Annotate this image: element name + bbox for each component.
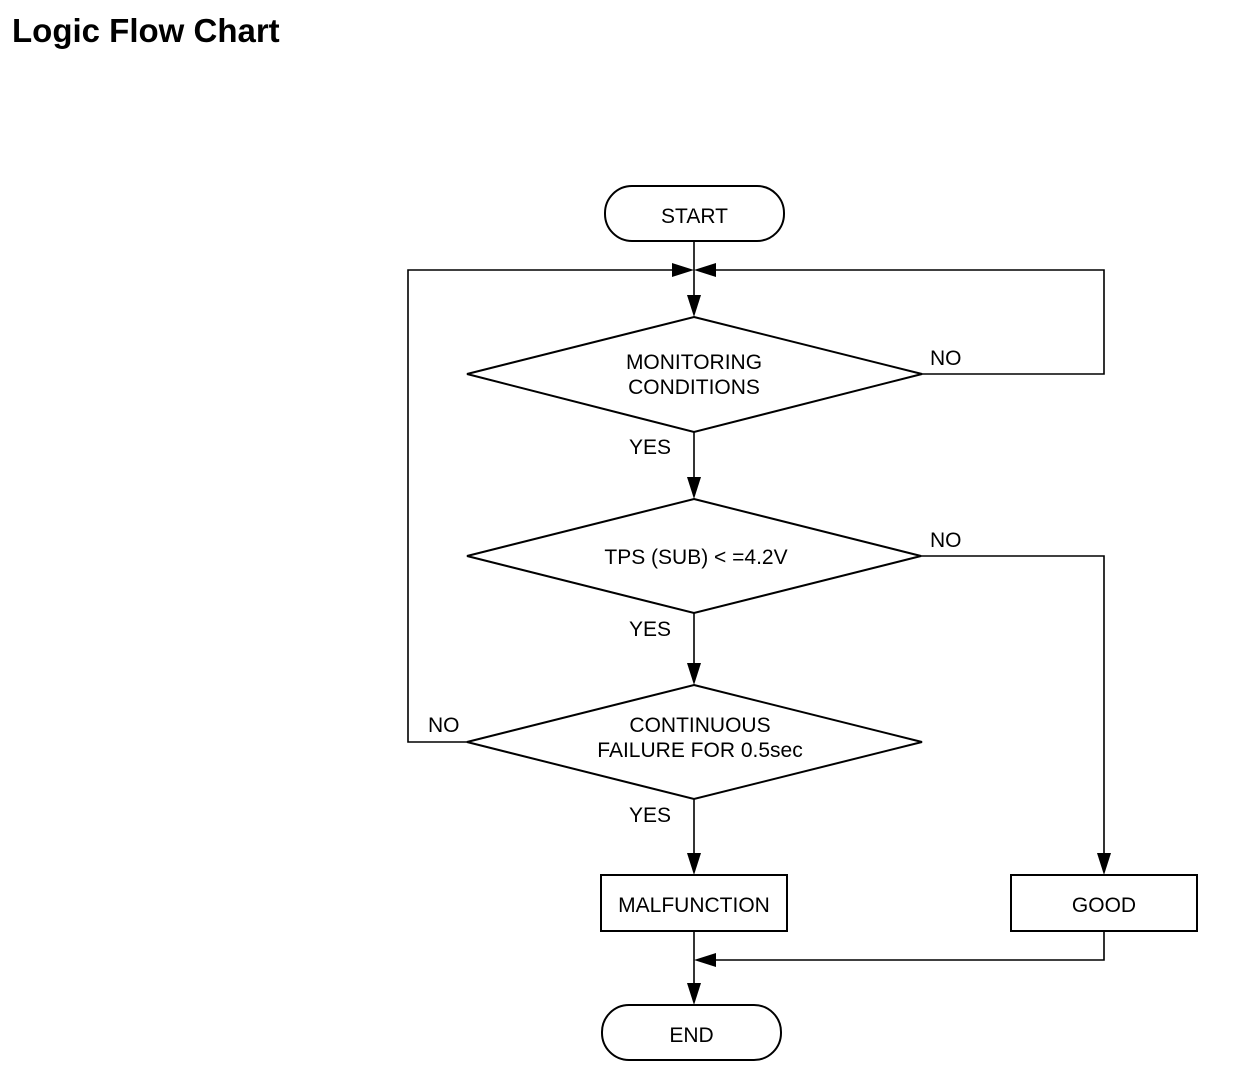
arrowhead-merge-left — [672, 263, 694, 277]
arrowhead-merge-right — [694, 263, 716, 277]
connector-monitoring-no-loop — [708, 269, 1105, 375]
tps-yes-label: YES — [629, 618, 671, 641]
arrowhead-tps — [687, 477, 701, 499]
tps-check-node: TPS (SUB) < =4.2V — [466, 497, 922, 615]
page-title: Logic Flow Chart — [12, 12, 280, 49]
continuous-yes-label: YES — [629, 804, 671, 827]
monitoring-yes-label: YES — [629, 436, 671, 459]
malfunction-label: MALFUNCTION — [618, 894, 770, 917]
good-label: GOOD — [1072, 894, 1136, 917]
start-node: START — [604, 185, 785, 242]
tps-label: TPS (SUB) < =4.2V — [604, 546, 787, 569]
continuous-label-line2: FAILURE FOR 0.5sec — [597, 739, 802, 762]
continuous-label-line1: CONTINUOUS — [629, 714, 770, 737]
arrowhead-good-merge — [694, 953, 716, 967]
malfunction-node: MALFUNCTION — [600, 874, 788, 932]
monitoring-label-line1: MONITORING — [626, 351, 762, 374]
good-node: GOOD — [1010, 874, 1198, 932]
start-label: START — [661, 205, 728, 228]
monitoring-label-line2: CONDITIONS — [628, 376, 760, 399]
end-node: END — [601, 1004, 782, 1061]
continuous-failure-node: CONTINUOUS FAILURE FOR 0.5sec — [466, 683, 923, 801]
monitoring-conditions-node: MONITORING CONDITIONS — [466, 315, 923, 434]
connector-good-end — [712, 931, 1105, 961]
arrowhead-monitoring — [687, 295, 701, 317]
end-label: END — [669, 1024, 713, 1047]
arrowhead-continuous — [687, 663, 701, 685]
connector-continuous-no-loop — [407, 269, 680, 743]
continuous-no-label: NO — [428, 714, 460, 737]
arrowhead-end — [687, 983, 701, 1005]
connector-tps-no-good — [921, 555, 1105, 858]
arrowhead-malfunction — [687, 853, 701, 875]
tps-no-label: NO — [930, 529, 962, 552]
monitoring-no-label: NO — [930, 347, 962, 370]
arrowhead-good — [1097, 853, 1111, 875]
